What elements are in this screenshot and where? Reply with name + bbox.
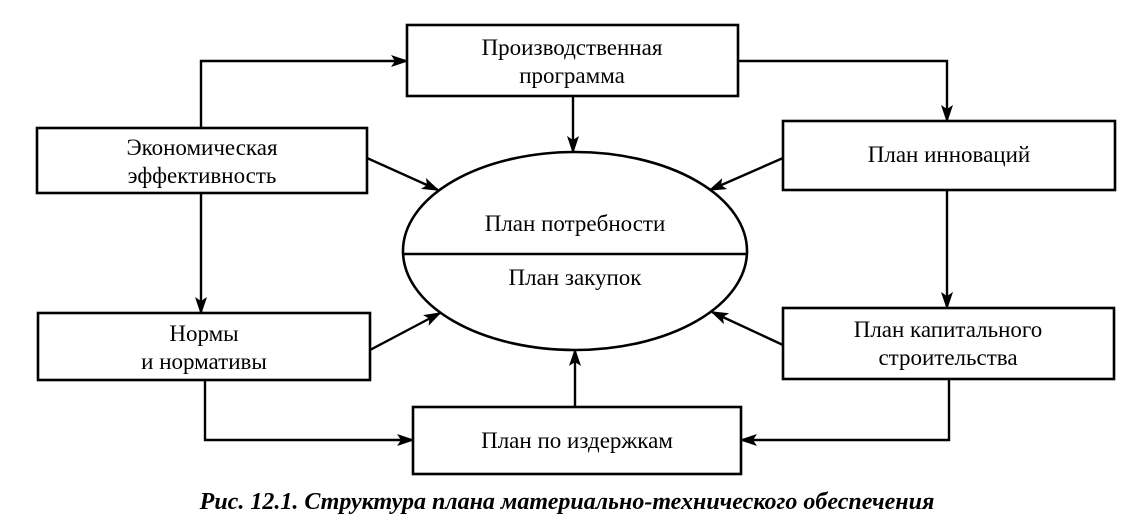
node-production-line2: программа [519, 63, 625, 88]
arrow-capital-to-center [710, 310, 784, 347]
node-center-ellipse: План потребности План закупок [401, 150, 749, 352]
node-production: Производственная программа [405, 23, 740, 98]
node-innovation-plan: План инноваций [781, 119, 1117, 192]
arrow-innovation-to-center [708, 156, 784, 192]
node-innovation-line1: План инноваций [868, 142, 1030, 167]
center-top-label: План потребности [485, 211, 666, 236]
node-capital-line2: строительства [878, 345, 1017, 370]
center-bottom-label: План закупок [509, 265, 643, 290]
arrow-economic-to-center [366, 156, 440, 192]
node-norms-line2: и нормативы [141, 349, 267, 374]
arrow-norms-to-costs [203, 380, 415, 446]
connectors [195, 55, 953, 446]
arrow-norms-to-center [369, 311, 442, 352]
node-economic-efficiency: Экономическая эффективность [35, 126, 369, 195]
node-capital-line1: План капитального [854, 317, 1043, 342]
arrow-economic-to-production [199, 55, 409, 128]
node-economic-line2: эффективность [128, 163, 277, 188]
node-norms-line1: Нормы [169, 321, 238, 346]
node-costs-plan: План по издержкам [411, 405, 743, 476]
figure-caption: Рис. 12.1. Структура плана материально-т… [199, 489, 935, 515]
node-costs-line1: План по издержкам [481, 428, 673, 453]
node-economic-line1: Экономическая [126, 135, 278, 160]
node-norms: Нормы и нормативы [36, 311, 372, 382]
node-capital-construction: План капитального строительства [781, 306, 1116, 381]
arrow-capital-to-costs [739, 379, 951, 446]
node-production-line1: Производственная [482, 35, 663, 60]
arrow-production-to-innovation [738, 59, 953, 123]
